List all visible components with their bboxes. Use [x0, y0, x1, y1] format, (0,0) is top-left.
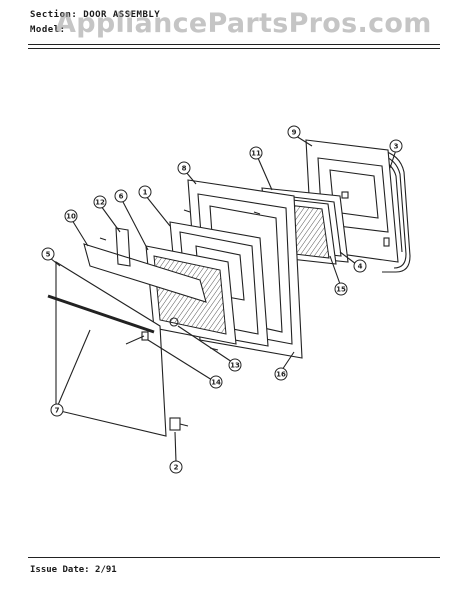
svg-text:15: 15: [336, 286, 346, 294]
callout-5: 5: [41, 247, 55, 261]
callout-11: 11: [249, 146, 263, 160]
callout-3: 3: [389, 139, 403, 153]
svg-text:8: 8: [182, 165, 187, 173]
part-13-grommet: [169, 317, 179, 327]
model-heading: Model:: [30, 25, 66, 35]
callout-2: 2: [169, 460, 183, 474]
callout-6: 6: [114, 189, 128, 203]
issue-value: 2/91: [95, 565, 117, 575]
svg-text:3: 3: [394, 143, 399, 151]
svg-text:11: 11: [251, 150, 261, 158]
svg-text:10: 10: [66, 213, 76, 221]
callout-7: 7: [50, 403, 64, 417]
callout-9: 9: [287, 125, 301, 139]
part-14-handle-screw: [125, 331, 149, 345]
section-label: Section:: [30, 10, 78, 20]
callout-8: 8: [177, 161, 191, 175]
header-rule-bottom: [28, 48, 440, 49]
callout-1: 1: [138, 185, 152, 199]
svg-text:7: 7: [55, 407, 60, 415]
footer-rule: [28, 557, 440, 558]
part-12-bracket: [115, 227, 131, 267]
watermark: AppliancePartsPros.com: [55, 8, 432, 39]
issue-date: Issue Date: 2/91: [30, 565, 117, 575]
callout-16: 16: [274, 367, 288, 381]
section-heading: Section: DOOR ASSEMBLY: [30, 10, 160, 20]
callout-4: 4: [353, 259, 367, 273]
svg-text:12: 12: [95, 199, 105, 207]
header-rule-top: [28, 44, 440, 45]
part-10-panel-frame: [83, 243, 207, 303]
svg-text:1: 1: [143, 189, 148, 197]
svg-text:16: 16: [276, 371, 286, 379]
svg-text:13: 13: [230, 362, 240, 370]
callout-group: 9 3 11 8 1 6 12 10 5 4 15 16 13 14 7 2: [41, 125, 403, 474]
callout-10: 10: [64, 209, 78, 223]
part-2-lock-plate: [169, 417, 189, 431]
svg-text:14: 14: [211, 379, 221, 387]
callout-12: 12: [93, 195, 107, 209]
callout-14: 14: [209, 375, 223, 389]
issue-label: Issue Date:: [30, 565, 90, 575]
callout-13: 13: [228, 358, 242, 372]
svg-text:4: 4: [358, 263, 363, 271]
part-5-outer-panel: [47, 261, 167, 437]
svg-text:5: 5: [46, 251, 51, 259]
svg-text:2: 2: [174, 464, 179, 472]
model-label: Model:: [30, 25, 66, 35]
svg-text:6: 6: [119, 193, 124, 201]
callout-15: 15: [334, 282, 348, 296]
svg-text:9: 9: [292, 129, 297, 137]
section-value: DOOR ASSEMBLY: [83, 10, 161, 20]
